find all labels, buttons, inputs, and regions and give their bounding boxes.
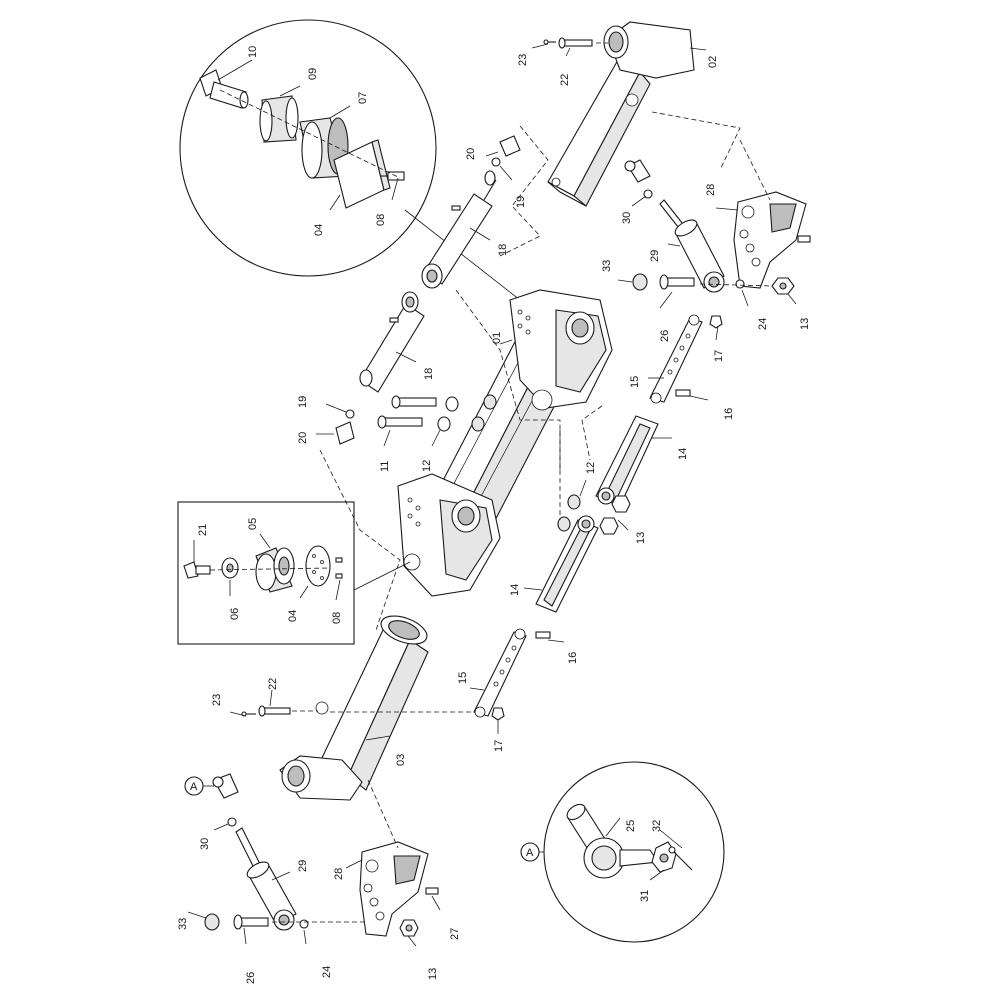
part-29-cylinder-top: 29	[649, 199, 725, 293]
callout-23-top: 23	[517, 54, 529, 66]
part-03-lower-arm: 03	[279, 615, 429, 801]
callout-33-top: 33	[601, 260, 613, 272]
part-30-balljoint-top: 30	[621, 159, 653, 224]
callout-28-lower: 28	[333, 868, 345, 880]
part-02-upper-arm: 02	[547, 21, 719, 207]
part-08-screws-inset	[335, 557, 343, 579]
part-18-cylinder-lower: 18	[359, 291, 435, 393]
callout-16-top: 16	[723, 408, 735, 420]
callout-21: 21	[197, 524, 209, 536]
callout-17-top: 17	[713, 350, 725, 362]
part-32-cotter-pin	[668, 846, 693, 871]
inset-box-detail: 21 05 06 04 08	[177, 501, 411, 645]
callout-13-lower: 13	[427, 968, 439, 980]
part-29-cylinder-lower: 29	[235, 827, 309, 931]
part-14-link-lower: 14	[509, 515, 599, 613]
callout-24-lower: 24	[321, 966, 333, 978]
callout-08-inset: 08	[331, 612, 343, 624]
part-05-bushing	[255, 547, 295, 593]
callout-06: 06	[229, 608, 241, 620]
callout-15-top: 15	[629, 376, 641, 388]
detail-marker-a-left-label: A	[190, 781, 198, 793]
part-30-balljoint-lower: 30	[199, 773, 239, 850]
callout-31: 31	[639, 890, 651, 902]
callout-18-upper: 18	[497, 244, 509, 256]
callout-20-upper: 20	[465, 148, 477, 160]
part-28-bracket-lower: 28 27 13	[333, 779, 461, 980]
part-20-19-upper: 20 19	[465, 135, 527, 208]
part-14-link-upper: 14	[595, 415, 689, 507]
callout-18-lower: 18	[423, 368, 435, 380]
part-04-plate-inset	[305, 545, 331, 587]
callout-27: 27	[449, 928, 461, 940]
part-25-ball-joint	[566, 803, 659, 879]
detail-circle-top: 10 09 07 04 08	[179, 19, 521, 301]
part-15-link-top: 15 17 16	[629, 314, 735, 420]
callout-19-lower: 19	[297, 396, 309, 408]
callout-01: 01	[491, 332, 503, 344]
callout-03: 03	[395, 754, 407, 766]
callout-19-upper: 19	[515, 196, 527, 208]
callout-13-right: 13	[635, 532, 647, 544]
callout-26-lower: 26	[245, 972, 257, 984]
callout-12-left: 12	[421, 460, 433, 472]
callout-33-lower: 33	[177, 918, 189, 930]
callout-22-top: 22	[559, 74, 571, 86]
part-15-link-lower: 15 16 17	[330, 628, 579, 752]
part-33-26-24-lower: 33 26 24	[177, 911, 380, 984]
callout-10: 10	[247, 46, 259, 58]
callout-26-top: 26	[659, 330, 671, 342]
part-04-plate	[333, 139, 391, 209]
part-33-26-24-13-top: 33 26 24 13	[601, 260, 811, 342]
callout-15-lower: 15	[457, 672, 469, 684]
callout-04-inset: 04	[287, 610, 299, 622]
part-21-bolt	[183, 561, 211, 579]
callout-22-lower: 22	[267, 678, 279, 690]
part-12-13-right: 12 13	[557, 430, 647, 544]
callout-30-top: 30	[621, 212, 633, 224]
part-22-pin-top: 22 23	[517, 37, 608, 86]
callout-30-lower: 30	[199, 838, 211, 850]
callout-04-top: 04	[313, 224, 325, 236]
callout-12-right: 12	[585, 462, 597, 474]
part-07-bushing	[299, 117, 349, 179]
callout-14-upper: 14	[677, 448, 689, 460]
callout-08-top: 08	[375, 214, 387, 226]
callout-32: 32	[651, 820, 663, 832]
callout-11: 11	[379, 461, 391, 472]
callout-25: 25	[625, 820, 637, 832]
callout-24-top: 24	[757, 318, 769, 330]
callout-14-lower: 14	[509, 584, 521, 596]
assembly-dash-lines	[319, 111, 741, 631]
callout-28-top: 28	[705, 184, 717, 196]
detail-marker-a-right-label: A	[526, 847, 534, 859]
callout-02: 02	[707, 56, 719, 68]
part-11-12-pins: 11 12	[377, 394, 497, 472]
callout-23-lower: 23	[211, 694, 223, 706]
part-18-cylinder-upper: 18	[421, 170, 509, 289]
callout-07: 07	[357, 92, 369, 104]
detail-marker-a-left: A	[184, 776, 214, 796]
callout-09: 09	[307, 68, 319, 80]
detail-circle-a: A 25 31 32	[520, 761, 725, 943]
callout-17-lower: 17	[493, 740, 505, 752]
callout-29-lower: 29	[297, 860, 309, 872]
callout-16-lower: 16	[567, 652, 579, 664]
part-28-bracket-top: 28	[705, 139, 811, 289]
part-10-bolt	[199, 69, 249, 109]
callout-29-top: 29	[649, 250, 661, 262]
callout-13-top: 13	[799, 318, 811, 330]
part-19-20-lower: 19 20	[297, 396, 355, 445]
callout-20-lower: 20	[297, 432, 309, 444]
part-22-pin-lower: 22 23	[211, 678, 318, 717]
callout-05: 05	[247, 518, 259, 530]
part-06-spacer	[221, 557, 239, 579]
part-01-main-frame: 01	[397, 289, 613, 597]
